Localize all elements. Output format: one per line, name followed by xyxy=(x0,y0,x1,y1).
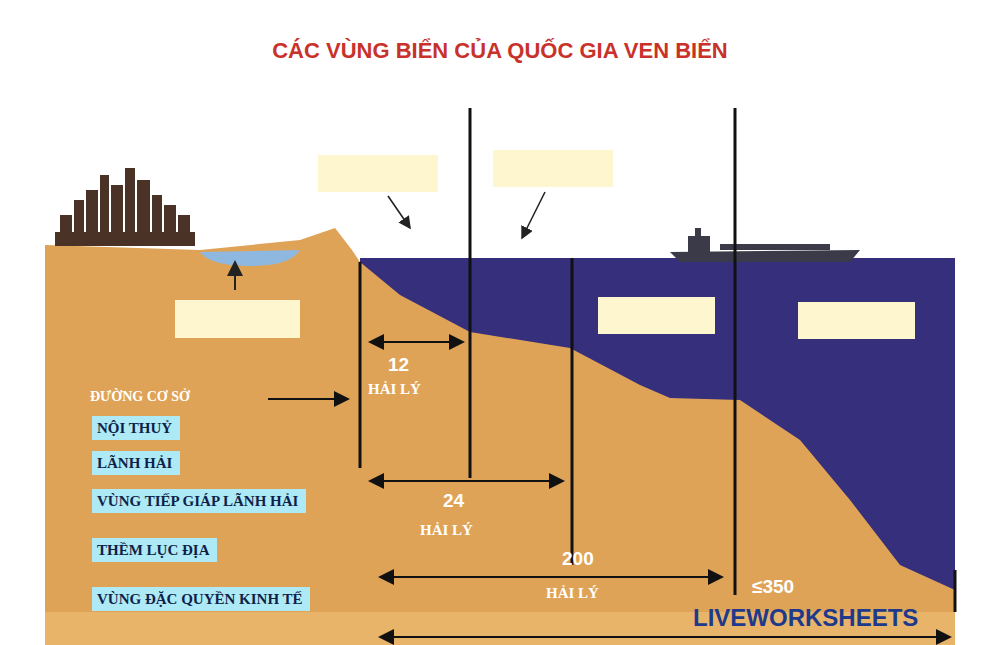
watermark: LIVEWORKSHEETS xyxy=(693,604,918,632)
zone-name: NỘI THUỶ xyxy=(97,420,172,436)
unit-label: HẢI LÝ xyxy=(368,381,421,398)
distance-number: ≤350 xyxy=(752,576,794,598)
zone-name: VÙNG ĐẶC QUYỀN KINH TẾ xyxy=(97,591,303,607)
diagram-title: CÁC VÙNG BIỂN CỦA QUỐC GIA VEN BIỂN xyxy=(0,38,1000,64)
unit-label: HẢI LÝ xyxy=(546,585,599,602)
zone-name: LÃNH HẢI xyxy=(97,455,172,471)
baseline-label: ĐƯỜNG CƠ SỞ xyxy=(90,389,190,405)
distance-number: 24 xyxy=(443,490,464,512)
distance-number: 12 xyxy=(388,354,409,376)
zone-name-box: VÙNG TIẾP GIÁP LÃNH HẢI xyxy=(92,489,306,513)
zone-name: VÙNG TIẾP GIÁP LÃNH HẢI xyxy=(97,493,298,509)
zone-name: THỀM LỤC ĐỊA xyxy=(97,542,210,558)
unit-label: HẢI LÝ xyxy=(420,522,473,539)
zone-name-box: NỘI THUỶ xyxy=(92,416,180,440)
distance-number: 200 xyxy=(562,548,594,570)
zone-name-box: THỀM LỤC ĐỊA xyxy=(92,538,217,562)
zone-name-box: LÃNH HẢI xyxy=(92,451,180,475)
zone-name-box: VÙNG ĐẶC QUYỀN KINH TẾ xyxy=(92,587,310,611)
